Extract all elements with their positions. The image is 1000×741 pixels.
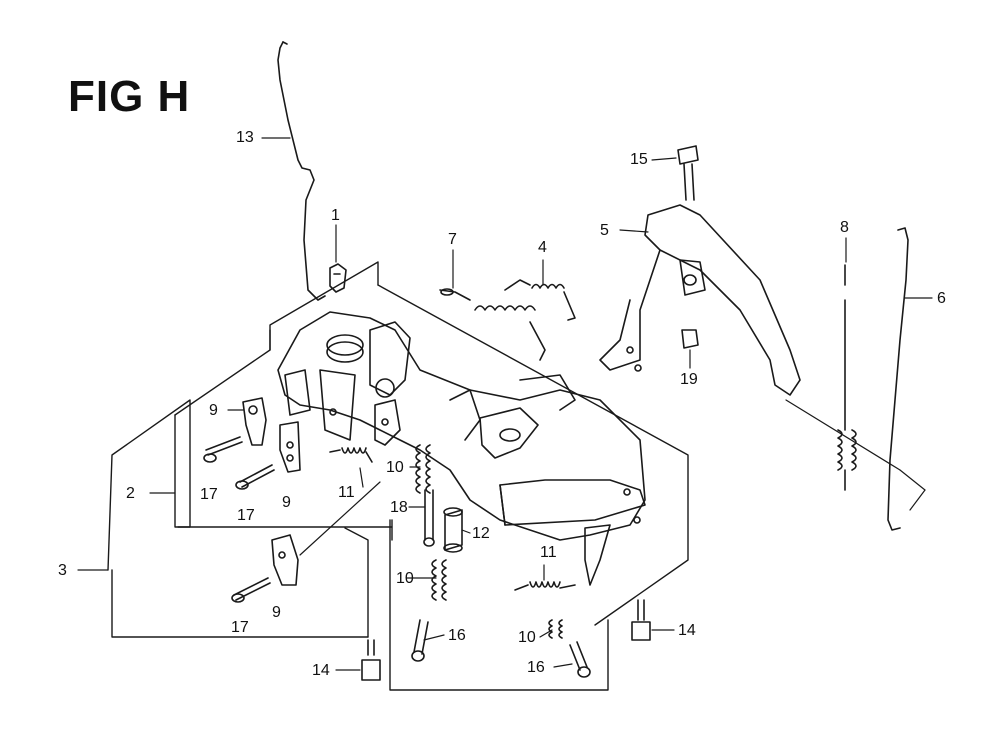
spring-11-lower-shape xyxy=(514,581,576,591)
callout-10-upper: 10 xyxy=(386,459,404,476)
lever-9-middle-shape xyxy=(279,421,301,473)
spring-11-upper-shape xyxy=(329,447,373,463)
callout-17-middle: 17 xyxy=(237,507,255,524)
rod-6-shape xyxy=(887,227,909,531)
knob-15-shape xyxy=(677,145,699,201)
bolt-17-shapes xyxy=(203,436,275,603)
callout-10-lower: 10 xyxy=(518,629,536,646)
callout-4: 4 xyxy=(538,239,547,256)
callout-11-upper: 11 xyxy=(338,484,355,501)
leader-lines xyxy=(77,137,933,671)
lever-5-shape xyxy=(599,204,801,396)
callout-16-right: 16 xyxy=(527,659,545,676)
clip-1-shape xyxy=(329,263,347,293)
callout-15: 15 xyxy=(630,151,648,168)
callout-9-upper: 9 xyxy=(209,402,218,419)
cable-8-shape xyxy=(837,264,857,491)
callout-17-lower: 17 xyxy=(231,619,249,636)
callout-10-middle: 10 xyxy=(396,570,414,587)
screw-16-right-shape xyxy=(569,641,591,678)
spring-4-shape xyxy=(504,279,576,321)
nut-19-shape xyxy=(681,329,699,349)
callout-6: 6 xyxy=(937,290,946,307)
spring-10-small-shape xyxy=(548,619,563,639)
assembly-outline xyxy=(269,261,689,691)
bolt-14-right-shape xyxy=(631,599,651,641)
control-base-plate xyxy=(277,311,646,586)
rod-13-shape xyxy=(277,41,326,301)
callout-9-lower: 9 xyxy=(272,604,281,621)
callout-8: 8 xyxy=(840,219,849,236)
callout-1: 1 xyxy=(331,207,340,224)
callout-7: 7 xyxy=(448,231,457,248)
collar-12-shape xyxy=(443,507,463,553)
callout-3: 3 xyxy=(58,562,67,579)
figure-title: FIG H xyxy=(68,72,191,121)
callout-19: 19 xyxy=(680,371,698,388)
callout-13: 13 xyxy=(236,129,254,146)
callout-9-middle: 9 xyxy=(282,494,291,511)
lever-9-lower-shape xyxy=(271,534,299,586)
callout-16-left: 16 xyxy=(448,627,466,644)
callout-14-left: 14 xyxy=(312,662,330,679)
callout-5: 5 xyxy=(600,222,609,239)
spring-10-upper-shape xyxy=(415,444,431,494)
lever-9-upper-shape xyxy=(242,397,267,446)
callout-11-lower: 11 xyxy=(540,544,557,561)
bolt-18-shape xyxy=(423,489,435,547)
callout-14-right: 14 xyxy=(678,622,696,639)
callout-18: 18 xyxy=(390,499,408,516)
callout-17-upper: 17 xyxy=(200,486,218,503)
bolt-14-left-shape xyxy=(361,639,381,681)
spring-7-shape xyxy=(439,288,546,361)
spring-10-lower-shape xyxy=(431,559,447,601)
callout-12: 12 xyxy=(472,525,490,542)
screw-16-left-shape xyxy=(411,619,429,662)
callout-2: 2 xyxy=(126,485,135,502)
